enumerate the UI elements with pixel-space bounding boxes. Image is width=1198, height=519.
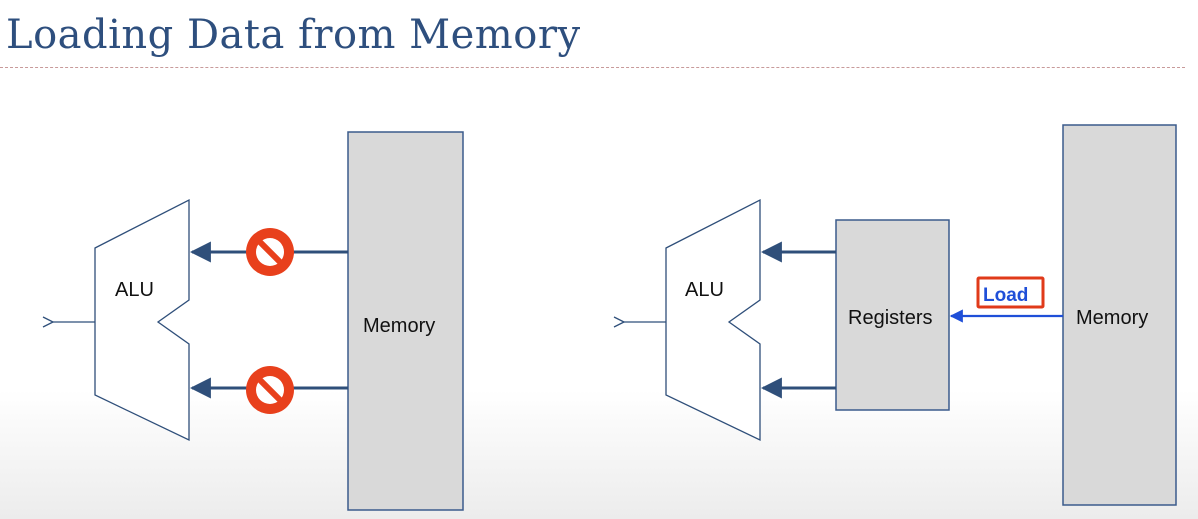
left-memory-label: Memory bbox=[363, 315, 435, 337]
left-diagram: ALU Memory bbox=[53, 131, 464, 511]
prohibited-icon bbox=[246, 366, 294, 414]
slide-title: Loading Data from Memory bbox=[6, 12, 581, 58]
registers-box bbox=[835, 219, 950, 411]
left-alu-shape bbox=[94, 198, 190, 442]
prohibited-icon bbox=[246, 228, 294, 276]
title-divider bbox=[0, 67, 1185, 68]
left-alu-label: ALU bbox=[115, 279, 154, 301]
load-label: Load bbox=[983, 285, 1028, 306]
right-alu-label: ALU bbox=[685, 279, 724, 301]
load-box bbox=[976, 276, 1045, 309]
left-memory-box bbox=[347, 131, 464, 511]
right-memory-label: Memory bbox=[1076, 307, 1148, 329]
right-diagram: ALU Registers Memory Load bbox=[624, 124, 1177, 506]
right-memory-box bbox=[1062, 124, 1177, 506]
registers-label: Registers bbox=[848, 307, 932, 329]
load-annotation: Load bbox=[976, 276, 1045, 309]
right-alu-shape bbox=[665, 198, 761, 442]
